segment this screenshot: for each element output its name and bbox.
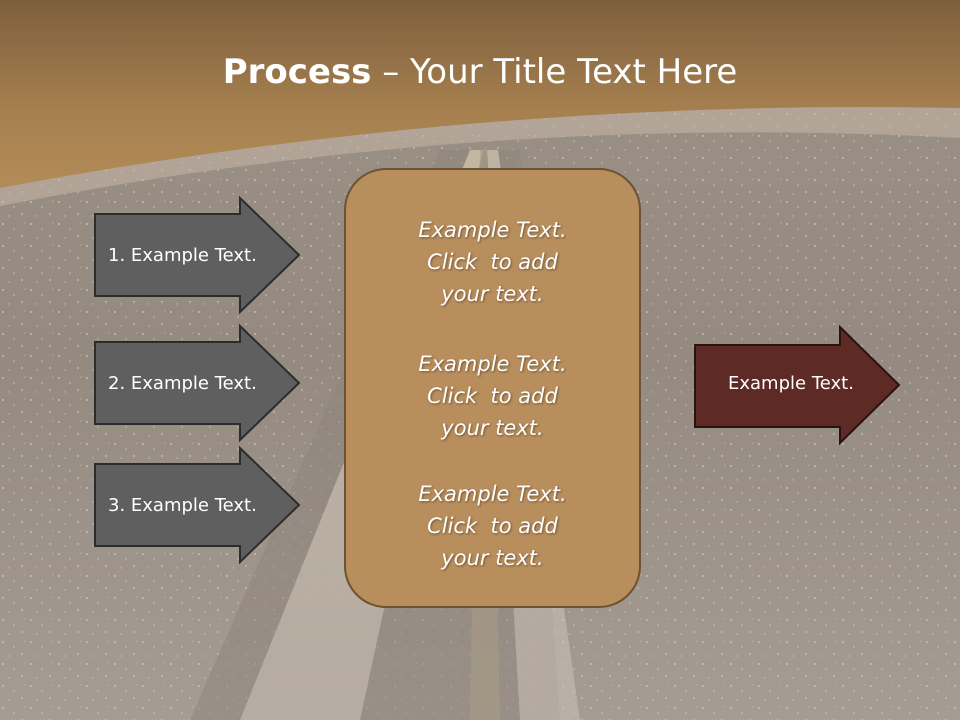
center-item-2-line-1: Example Text. [418, 352, 567, 376]
step-arrow-2: 2. Example Text. [94, 323, 301, 443]
step-arrow-3-shape [94, 445, 301, 565]
result-arrow-shape [694, 324, 901, 446]
center-item-3-line-3: your text. [441, 546, 544, 570]
center-text-item-3: Example Text. Click to add your text. [346, 478, 639, 574]
center-item-2-line-2: Click to add [427, 384, 558, 408]
center-text-item-2: Example Text. Click to add your text. [346, 348, 639, 444]
step-arrow-1-shape [94, 195, 301, 315]
step-arrow-2-label: 2. Example Text. [108, 373, 257, 394]
result-arrow: Example Text. [694, 324, 901, 446]
step-arrow-1: 1. Example Text. [94, 195, 301, 315]
center-item-1-line-1: Example Text. [418, 218, 567, 242]
slide-title: Process – Your Title Text Here [0, 52, 960, 92]
center-item-3-line-2: Click to add [427, 514, 558, 538]
title-rest-part: – Your Title Text Here [371, 52, 738, 92]
center-item-2-line-3: your text. [441, 416, 544, 440]
title-bold-part: Process [222, 52, 372, 92]
center-item-1-line-3: your text. [441, 282, 544, 306]
step-arrow-3-label: 3. Example Text. [108, 495, 257, 516]
center-text-box[interactable]: Example Text. Click to add your text. Ex… [344, 168, 641, 608]
center-item-3-line-1: Example Text. [418, 482, 567, 506]
step-arrow-3: 3. Example Text. [94, 445, 301, 565]
step-arrow-2-shape [94, 323, 301, 443]
center-text-item-1: Example Text. Click to add your text. [346, 214, 639, 310]
center-item-1-line-2: Click to add [427, 250, 558, 274]
step-arrow-1-label: 1. Example Text. [108, 245, 257, 266]
result-arrow-label: Example Text. [728, 373, 854, 394]
